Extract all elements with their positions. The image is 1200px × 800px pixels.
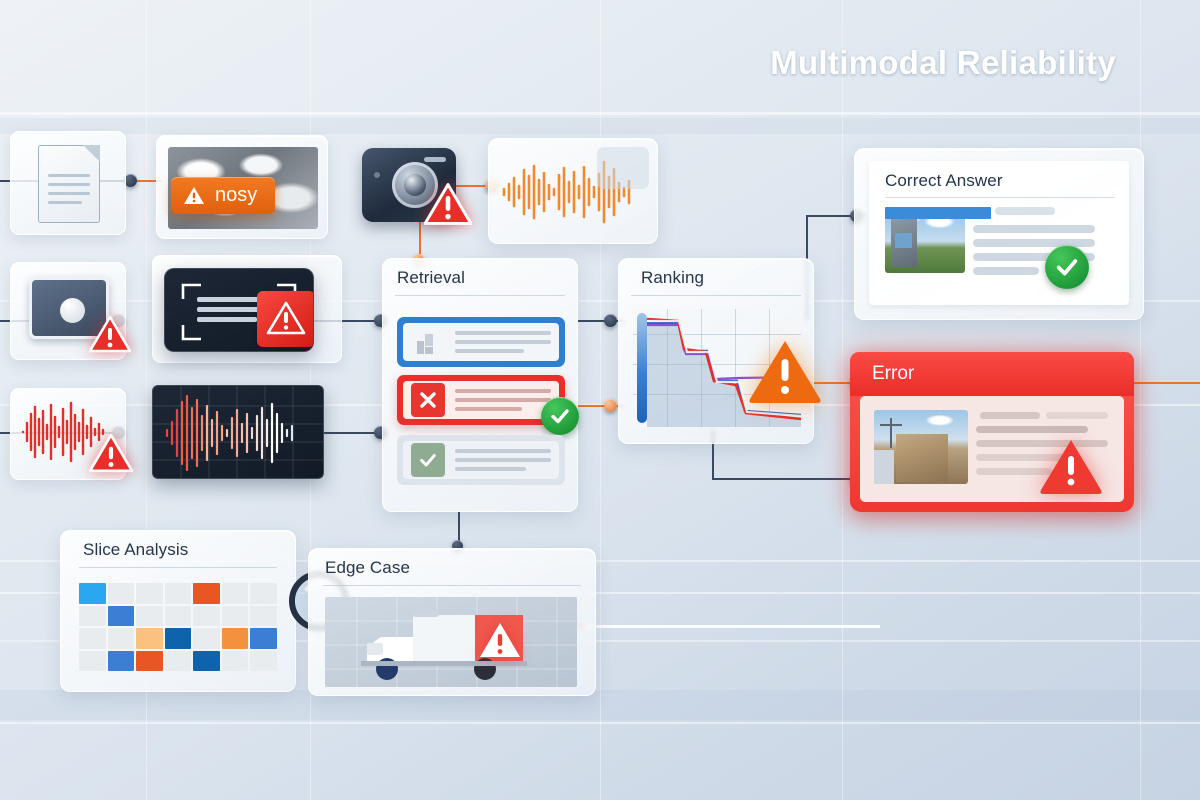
input-tile-ocr[interactable]	[164, 268, 314, 352]
connector-node	[452, 540, 463, 551]
video-record-icon	[29, 277, 109, 339]
connector-node	[604, 399, 617, 412]
chart-scale-bar	[637, 313, 647, 423]
table-row[interactable]	[397, 375, 579, 435]
check-mark-icon	[411, 443, 445, 477]
camera-icon	[362, 148, 456, 222]
input-tile-camera[interactable]	[362, 148, 472, 225]
panel-error[interactable]: Error	[850, 352, 1134, 512]
panel-title: Retrieval	[397, 268, 465, 287]
panel-title: Error	[872, 363, 915, 384]
divider	[79, 567, 277, 568]
check-badge-icon	[1045, 245, 1089, 289]
input-tile-audio-orange[interactable]	[488, 138, 658, 244]
audio-waveform-icon	[21, 401, 105, 463]
audio-spectrogram-icon	[153, 386, 323, 478]
connector-node	[604, 314, 617, 327]
panel-ranking[interactable]: Ranking	[618, 258, 821, 444]
warning-triangle-icon	[265, 299, 307, 337]
audio-waveform-icon	[502, 160, 631, 224]
warning-triangle-icon	[424, 182, 472, 226]
warning-triangle-icon	[89, 433, 133, 473]
error-thumbnail	[874, 410, 968, 484]
warning-triangle-icon	[747, 337, 823, 405]
edge-case-thumbnail	[325, 597, 577, 687]
table-row[interactable]	[397, 435, 565, 485]
input-tile-spectrogram[interactable]	[152, 385, 324, 479]
panel-correct-answer[interactable]: Correct Answer	[854, 148, 1144, 320]
divider	[631, 295, 801, 296]
panel-title: Correct Answer	[885, 171, 1003, 190]
divider	[323, 585, 581, 586]
divider	[395, 295, 565, 296]
check-badge-icon	[541, 397, 579, 435]
warning-triangle-icon	[1038, 436, 1104, 496]
panel-slice-analysis[interactable]: Slice Analysis	[60, 530, 356, 692]
panel-retrieval[interactable]: Retrieval	[382, 258, 579, 512]
warning-triangle-icon	[89, 315, 131, 353]
noisy-badge: nosy	[171, 177, 276, 214]
slice-heatmap[interactable]	[79, 583, 277, 671]
panel-title-bar: Error	[850, 352, 1134, 396]
ranking-chart	[633, 309, 801, 427]
noisy-badge-label: nosy	[215, 184, 258, 206]
panel-title: Edge Case	[325, 558, 411, 577]
input-tile-document[interactable]	[10, 131, 126, 235]
divider	[885, 197, 1115, 198]
input-tile-audio[interactable]	[10, 388, 133, 480]
document-icon	[38, 145, 100, 223]
input-tile-video[interactable]	[10, 262, 131, 360]
bar-chart-icon	[411, 325, 445, 359]
panel-title: Slice Analysis	[83, 540, 189, 559]
table-row[interactable]	[397, 317, 565, 367]
warning-triangle-icon	[184, 186, 204, 204]
x-mark-icon	[411, 383, 445, 417]
warning-triangle-icon	[477, 619, 523, 661]
page-title: Multimodal Reliability	[770, 44, 1116, 81]
answer-accent-bar	[885, 207, 991, 219]
connector-node	[124, 174, 137, 187]
input-tile-noisy-image[interactable]: nosy	[156, 135, 328, 239]
panel-title: Ranking	[641, 268, 705, 287]
panel-edge-case[interactable]: Edge Case	[308, 548, 596, 696]
